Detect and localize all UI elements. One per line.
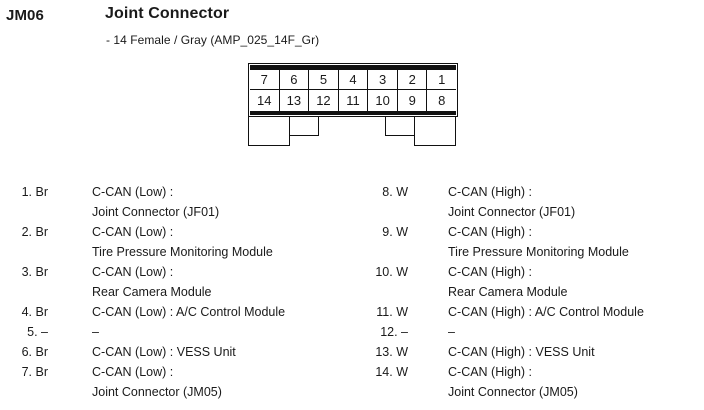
pin-description-line: Joint Connector (JF01) bbox=[448, 205, 576, 219]
pin-description-line: Joint Connector (JM05) bbox=[92, 385, 222, 399]
connector-subtitle: - 14 Female / Gray (AMP_025_14F_Gr) bbox=[106, 33, 320, 47]
latch-left-outer bbox=[248, 117, 290, 146]
connector-latch-area bbox=[248, 117, 456, 157]
pin-entry: 5. – – bbox=[0, 322, 360, 342]
pin-description-line: Joint Connector (JM05) bbox=[448, 385, 578, 399]
pin-entry: 11. W C-CAN (High) : A/C Control Module bbox=[360, 302, 704, 322]
pin-description-line: C-CAN (High) : bbox=[448, 185, 533, 199]
pin-cell-5: 5 bbox=[309, 70, 339, 90]
pin-description-line: C-CAN (High) : A/C Control Module bbox=[448, 305, 644, 319]
pin-description-line: C-CAN (Low) : bbox=[92, 225, 174, 239]
pin-number-label: 3. Br bbox=[21, 265, 48, 279]
pin-number-label: 4. Br bbox=[21, 305, 48, 319]
pin-cell-14: 14 bbox=[250, 90, 280, 111]
pin-entry: 7. Br C-CAN (Low) : Joint Connector (JM05) bbox=[0, 362, 360, 402]
pin-entry: 1. Br C-CAN (Low) : Joint Connector (JF01) bbox=[0, 182, 360, 222]
pin-description-line: Rear Camera Module bbox=[448, 285, 568, 299]
pin-description-line: – bbox=[448, 325, 455, 339]
pin-cell-4: 4 bbox=[338, 70, 369, 90]
pin-number-label: 10. W bbox=[375, 265, 408, 279]
latch-right-outer bbox=[414, 117, 456, 146]
pin-cell-6: 6 bbox=[279, 70, 310, 90]
pin-entry: 6. Br C-CAN (Low) : VESS Unit bbox=[0, 342, 360, 362]
pin-cell-8: 8 bbox=[438, 93, 446, 108]
connector-header: JM06 Joint Connector - 14 Female / Gray … bbox=[0, 0, 704, 58]
latch-right-step bbox=[385, 117, 415, 136]
connector-bottom-bar bbox=[250, 111, 456, 115]
pin-cell-1: 1 bbox=[427, 70, 457, 90]
pin-description-line: Tire Pressure Monitoring Module bbox=[448, 245, 629, 259]
pin-description-line: C-CAN (High) : bbox=[448, 365, 533, 379]
pin-cell-11: 11 bbox=[339, 90, 369, 111]
pin-description-line: Rear Camera Module bbox=[92, 285, 212, 299]
pin-entry: 12. – – bbox=[360, 322, 704, 342]
pin-entry: 9. W C-CAN (High) : Tire Pressure Monitori… bbox=[360, 222, 704, 262]
pin-entry: 2. Br C-CAN (Low) : Tire Pressure Monitori… bbox=[0, 222, 360, 262]
pin-description-line: Joint Connector (JF01) bbox=[92, 205, 220, 219]
pin-number-label: 11. W bbox=[376, 305, 408, 319]
pin-description-line: Tire Pressure Monitoring Module bbox=[92, 245, 273, 259]
pin-number-label: 1. Br bbox=[21, 185, 48, 199]
pin-description-line: C-CAN (Low) : bbox=[92, 185, 174, 199]
pin-number-label: 7. Br bbox=[21, 365, 48, 379]
latch-left-step bbox=[289, 117, 319, 136]
pin-entry: 3. Br C-CAN (Low) : Rear Camera Module bbox=[0, 262, 360, 302]
page-title: Joint Connector bbox=[105, 5, 230, 22]
pin-entry: 4. Br C-CAN (Low) : A/C Control Module bbox=[0, 302, 360, 322]
pin-cell-7: 7 bbox=[250, 70, 280, 90]
pin-entry: 10. W C-CAN (High) : Rear Camera Module bbox=[360, 262, 704, 302]
pin-number-label: 6. Br bbox=[21, 345, 48, 359]
pin-description-line: C-CAN (Low) : VESS Unit bbox=[92, 345, 236, 359]
connector-code: JM06 bbox=[6, 7, 44, 24]
pin-cell-9: 9 bbox=[398, 90, 428, 111]
pin-entry: 14. W C-CAN (High) : Joint Connector (JM05… bbox=[360, 362, 704, 402]
pin-number-label: 14. W bbox=[375, 365, 408, 379]
pin-cell-12: 12 bbox=[309, 90, 339, 111]
pin-number-label: 5. – bbox=[27, 325, 48, 339]
pin-description-line: C-CAN (High) : bbox=[448, 265, 533, 279]
pin-entry: 8. W C-CAN (High) : Joint Connector (JF01) bbox=[360, 182, 704, 222]
pin-number-label: 13. W bbox=[375, 345, 408, 359]
pin-description-line: C-CAN (High) : bbox=[448, 225, 533, 239]
pin-cell-2: 2 bbox=[397, 70, 428, 90]
pin-description-line: – bbox=[92, 325, 99, 339]
pin-description-line: C-CAN (Low) : bbox=[92, 365, 174, 379]
pin-cell-3: 3 bbox=[368, 70, 398, 90]
connector-top-bar bbox=[250, 65, 456, 70]
pin-description-line: C-CAN (High) : VESS Unit bbox=[448, 345, 595, 359]
pin-cell-13: 13 bbox=[280, 90, 310, 111]
pin-number-label: 8. W bbox=[382, 185, 408, 199]
pin-number-label: 2. Br bbox=[21, 225, 48, 239]
pin-cell-10: 10 bbox=[368, 90, 398, 111]
pin-entry: 13. W C-CAN (High) : VESS Unit bbox=[360, 342, 704, 362]
pin-description-line: C-CAN (Low) : bbox=[92, 265, 174, 279]
pin-number-label: 9. W bbox=[382, 225, 408, 239]
pin-description-line: C-CAN (Low) : A/C Control Module bbox=[92, 305, 286, 319]
pin-number-label: 12. – bbox=[380, 325, 408, 339]
